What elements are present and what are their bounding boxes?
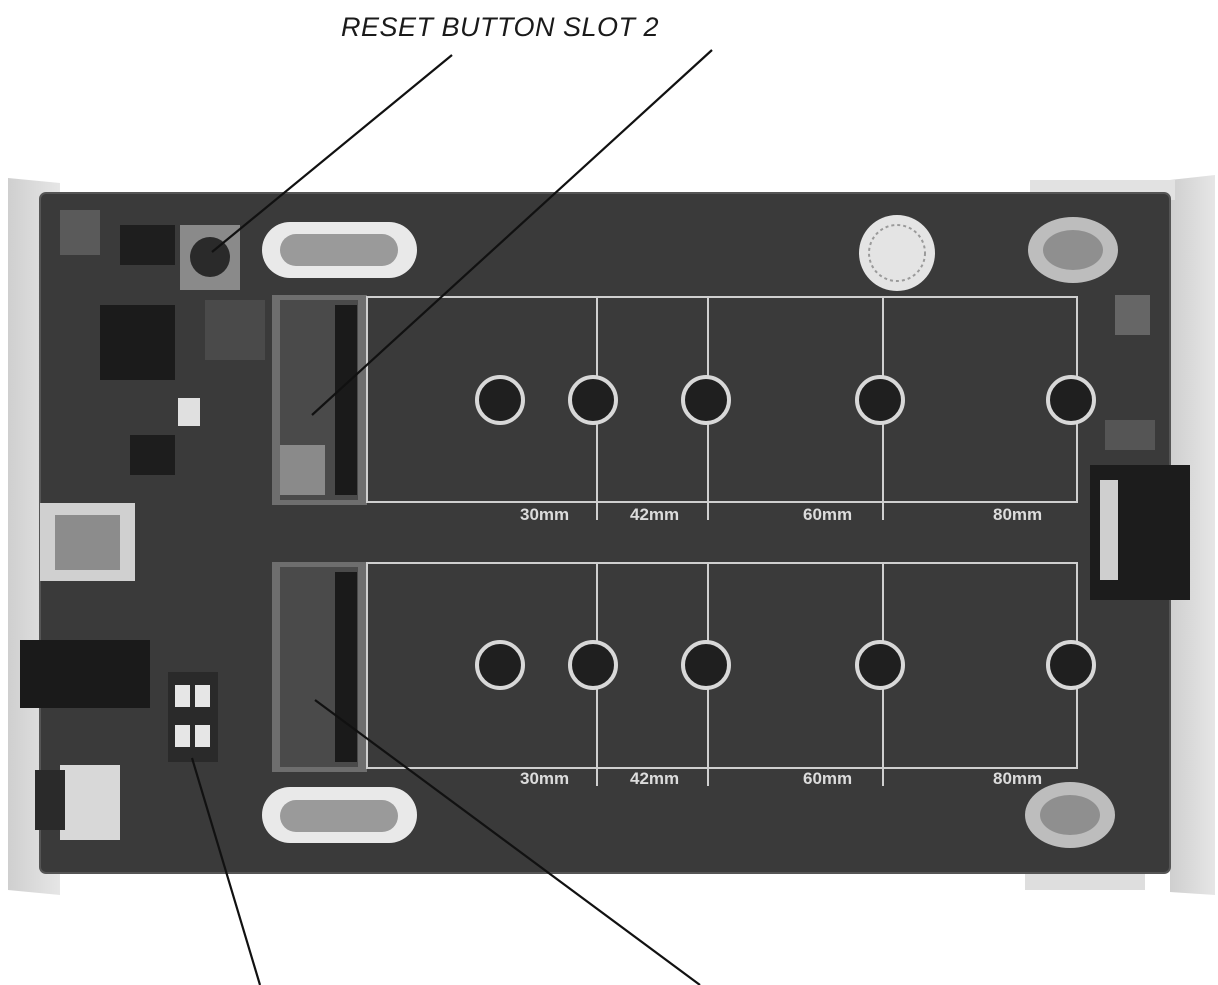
callout-reset-button-slot-2: RESET BUTTON SLOT 2 xyxy=(340,12,660,42)
leader-slot-top xyxy=(311,49,713,416)
mark-top-60: 60mm xyxy=(803,505,852,524)
leader-reset-button xyxy=(211,54,453,253)
m2-slot-top: 30mm 42mm 60mm 80mm xyxy=(272,295,1096,524)
qc-sticker xyxy=(859,215,935,291)
mark-top-80: 80mm xyxy=(993,505,1042,524)
mark-top-30: 30mm xyxy=(520,505,569,524)
switch-block xyxy=(168,672,218,762)
mark-top-42: 42mm xyxy=(630,505,679,524)
right-connector xyxy=(1090,295,1190,600)
leader-slot-bottom xyxy=(314,699,701,985)
ports-left xyxy=(20,503,150,840)
leader-lines xyxy=(190,49,713,985)
mark-bottom-30: 30mm xyxy=(520,769,569,788)
mark-bottom-80: 80mm xyxy=(993,769,1042,788)
mark-bottom-60: 60mm xyxy=(803,769,852,788)
leader-switch xyxy=(190,757,262,985)
mounting-slots xyxy=(262,217,1118,848)
mark-bottom-42: 42mm xyxy=(630,769,679,788)
m2-slot-bottom: 30mm 42mm 60mm 80mm xyxy=(272,562,1096,788)
